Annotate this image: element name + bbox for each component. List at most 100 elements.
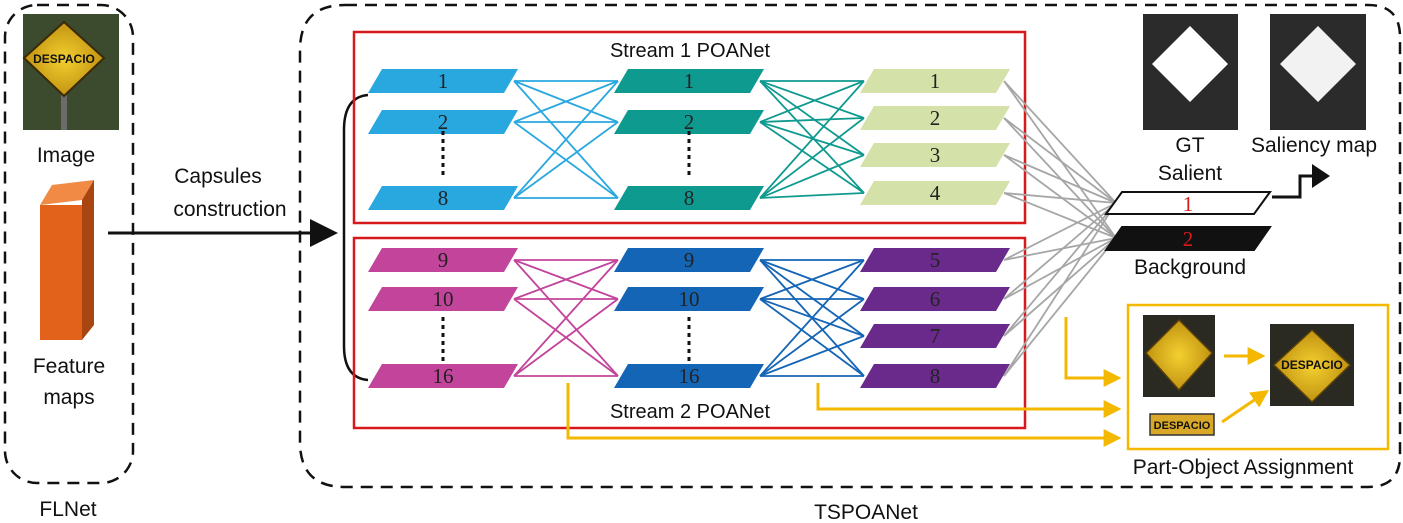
yellow-route-3 [566,383,1122,447]
background-num: 2 [1183,227,1194,251]
stream1-col1-capsule-2 [368,186,518,210]
stream1-col3-capsule-1 [860,106,1010,130]
yellow-route-1 [1064,317,1122,387]
saliency-arrow-head [1312,164,1330,188]
stream2-out-link-salient-0 [1003,202,1117,261]
stream2-out-link-salient-2 [1003,202,1117,337]
stream2-out-link-bg-0 [1003,237,1117,261]
salient-label: Salient [1158,162,1222,185]
stream2-col3-capsule-1-label: 6 [930,287,941,311]
stream2-col1-capsule-1-label: 10 [433,287,454,311]
stream1-out-link-salient-2 [1003,154,1117,204]
image-label: Image [37,144,95,167]
stream2-col3-capsule-0 [860,248,1010,272]
stream2-label: Stream 2 POANet [610,401,771,423]
part-text-strip: DESPACIO [1149,413,1215,436]
stream1-col1-capsule-1 [368,110,518,134]
stream2-out-link-salient-1 [1003,202,1117,300]
part-object-box [1126,303,1390,451]
stream1-out-link-bg-1 [1003,117,1117,239]
stream2-box [352,236,1027,430]
stream1-link-1-1-1 [759,117,865,123]
gt-label: GT [1175,134,1204,157]
stream1-link-1-2-0 [759,80,865,199]
stream1-col3-capsule-3 [860,181,1010,205]
stream2-col3-capsule-0-label: 5 [930,248,941,272]
stream2-link-1-2-2 [759,335,865,377]
stream2-link-0-2-1 [513,298,619,377]
stream1-link-1-0-2 [759,80,865,156]
stream1-link-1-0-1 [759,80,865,119]
object-sign-text: DESPACIO [1281,358,1343,372]
stream2-col2-capsule-0 [614,248,764,272]
stream1-out-link-salient-0 [1003,80,1117,204]
stream1-col1-capsule-2-label: 8 [438,186,449,210]
stream1-col3-capsule-1-label: 2 [930,106,941,130]
stream1-col1-capsule-0-label: 1 [438,69,449,93]
stream1-link-1-1-0 [759,80,865,123]
stream1-col2-capsule-0 [614,69,764,93]
stream1-link-0-1-0 [513,80,619,123]
stream2-link-0-2-0 [513,259,619,377]
stream2-col3-capsule-2 [860,324,1010,348]
stream1-link-0-2-1 [513,121,619,199]
stream1-col3-capsule-2-label: 3 [930,143,941,167]
stream1-link-0-2-0 [513,80,619,199]
stream2-col1-capsule-2-label: 16 [433,364,454,388]
stream1-col2-capsule-1-label: 2 [684,110,695,134]
stream1-link-1-2-1 [759,117,865,199]
capsules-label-2: construction [173,198,286,221]
capsules-label-1: Capsules [174,165,262,188]
stream2-col2-capsule-2-label: 16 [679,364,700,388]
feature-maps-label-1: Feature [33,355,105,378]
stream2-col1-capsule-2 [368,364,518,388]
stream2-col2-capsule-1 [614,287,764,311]
stream1-col2-capsule-0-label: 1 [684,69,695,93]
salient-capsule [1104,191,1272,215]
stream1-col3-capsule-2 [860,143,1010,167]
stream1-out-link-salient-3 [1003,192,1117,204]
tspoanet-label: TSPOANet [814,501,918,523]
tspoanet-box [298,3,1402,489]
stream2-out-link-bg-2 [1003,237,1117,337]
feature-maps-label-2: maps [43,386,94,409]
stream2-link-0-1-0 [513,259,619,300]
capsules-arrow-head [310,219,338,247]
object-sign-image: DESPACIO [1270,324,1354,406]
stream2-col3-capsule-3 [860,364,1010,388]
part-sign-image [1143,315,1215,397]
stream2-out-link-bg-3 [1003,237,1117,377]
stream2-link-1-1-0 [759,259,865,300]
input-sign-text: DESPACIO [33,52,95,66]
input-image: DESPACIO [22,14,119,130]
stream1-col1-capsule-0 [368,69,518,93]
capsule-links [513,80,1117,377]
background-capsule [1104,226,1272,251]
feature-maps-block [40,180,94,340]
stream1-link-1-0-3 [759,80,865,194]
flnet-label: FLNet [39,498,96,521]
stream2-col1-capsule-0-label: 9 [438,248,449,272]
stream1-out-link-salient-1 [1003,117,1117,204]
stream1-link-1-2-3 [759,192,865,199]
stream1-col1-capsule-1-label: 2 [438,110,449,134]
stream1-link-1-2-2 [759,154,865,199]
part-strip-text: DESPACIO [1154,420,1211,432]
stream2-link-1-0-2 [759,259,865,337]
stream1-label: Stream 1 POANet [610,40,771,62]
stream1-col3-capsule-0-label: 1 [930,69,941,93]
stream2-col2-capsule-2 [614,364,764,388]
stream2-col1-capsule-0 [368,248,518,272]
background-label: Background [1134,256,1246,279]
stream2-col2-capsule-1-label: 10 [679,287,700,311]
stream2-col3-capsule-3-label: 8 [930,364,941,388]
stream1-col3-capsule-3-label: 4 [930,181,941,205]
stream2-link-1-2-1 [759,298,865,377]
stream-bracket [342,93,369,382]
saliency-map-image [1270,14,1366,130]
stream2-col3-capsule-1 [860,287,1010,311]
salient-num: 1 [1183,192,1194,216]
saliency-arrow [1272,174,1312,199]
